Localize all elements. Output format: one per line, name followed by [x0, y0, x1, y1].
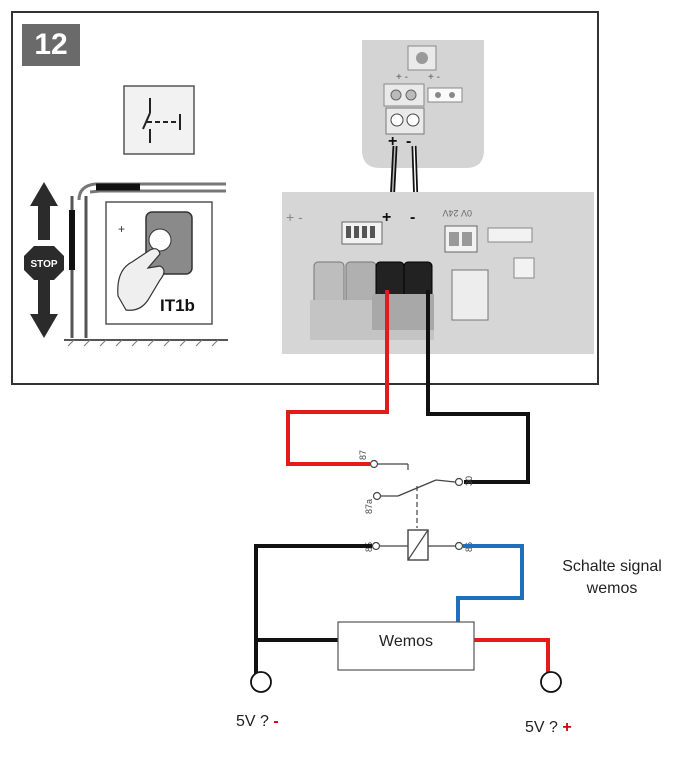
receiver-module-icon: + - + - + -	[362, 40, 484, 168]
product-label: IT1b	[160, 296, 195, 315]
signal-annotation: Schalte signal wemos	[548, 556, 676, 600]
board-voltage-label: 0V 24V	[442, 208, 472, 218]
hand-press-button-icon: +	[105, 201, 213, 325]
terminal-plus-minus-label: + -	[396, 72, 408, 83]
negative-supply-prefix: 5V ?	[236, 713, 274, 730]
stop-sign-text: STOP	[30, 259, 57, 270]
relay-87a-label: 87a	[364, 499, 374, 514]
relay-87-label: 87	[358, 450, 368, 460]
svg-text:+ -: + -	[428, 72, 440, 83]
positive-supply-label: 5V ? +	[525, 719, 572, 737]
ground-terminal	[250, 671, 272, 693]
svg-text:-: -	[406, 133, 411, 150]
signal-annotation-line1: Schalte signal	[562, 558, 662, 575]
svg-text:+: +	[388, 133, 397, 150]
control-board-icon: + - 0V 24V + -	[282, 192, 594, 354]
step-number-badge: 12	[22, 24, 80, 66]
relay-icon: 87 87a 30 85 86	[358, 450, 474, 561]
blue-wire-signal	[456, 544, 524, 628]
negative-sign: -	[273, 713, 279, 730]
svg-text:+ -: + -	[286, 209, 303, 225]
relay-30-label: 30	[464, 476, 474, 486]
positive-terminal	[540, 671, 562, 693]
svg-text:-: -	[410, 209, 415, 226]
wemos-box	[337, 621, 475, 671]
switch-symbol-icon	[123, 85, 195, 155]
red-wire-wemos-positive	[456, 638, 550, 676]
svg-text:+: +	[382, 209, 391, 226]
signal-annotation-line2: wemos	[586, 580, 638, 597]
barrier-arm-icon	[64, 182, 228, 347]
positive-sign: +	[562, 719, 572, 736]
wemos-label: Wemos	[379, 633, 433, 650]
black-wire-ground	[426, 290, 530, 484]
stop-arrow-icon: STOP	[24, 182, 64, 338]
black-wire-relay-ground	[254, 544, 372, 676]
positive-supply-prefix: 5V ?	[525, 719, 563, 736]
red-wire-positive	[286, 290, 389, 466]
negative-supply-label: 5V ? -	[236, 713, 279, 731]
svg-text:+: +	[118, 222, 125, 236]
